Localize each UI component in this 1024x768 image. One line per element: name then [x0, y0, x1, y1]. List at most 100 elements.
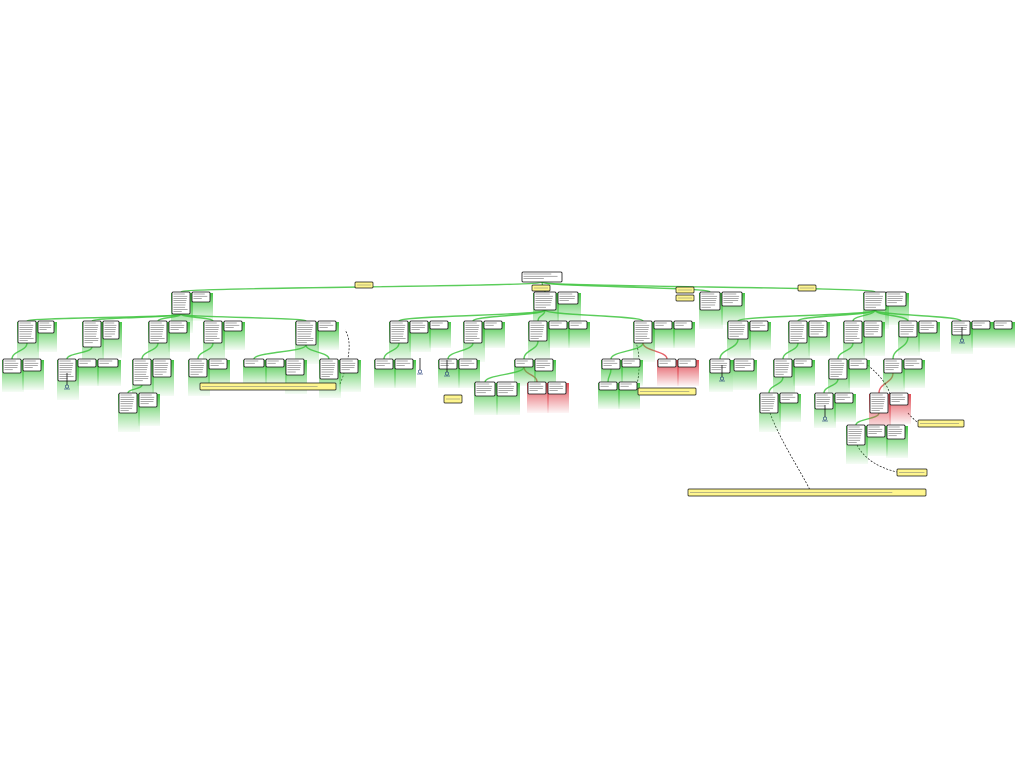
person-icon[interactable]	[64, 373, 70, 390]
claim-node[interactable]	[102, 320, 122, 358]
claim-node[interactable]	[621, 358, 643, 386]
claim-node[interactable]	[474, 381, 498, 415]
claim-node[interactable]	[458, 358, 480, 388]
claim-node[interactable]	[673, 320, 695, 348]
objection-node[interactable]	[657, 358, 679, 386]
claim-node[interactable]	[773, 358, 795, 396]
claim-node[interactable]	[438, 358, 460, 388]
claim-node[interactable]	[557, 291, 581, 323]
claim-node[interactable]	[82, 320, 104, 366]
claim-node[interactable]	[496, 381, 520, 415]
claim-node[interactable]	[2, 358, 24, 392]
claim-node[interactable]	[993, 320, 1015, 348]
claim-node[interactable]	[17, 320, 39, 362]
claim-node[interactable]	[152, 358, 174, 396]
person-icon[interactable]	[959, 327, 965, 344]
note-box[interactable]	[199, 382, 337, 391]
claim-node[interactable]	[463, 320, 485, 362]
claim-node[interactable]	[779, 392, 801, 422]
claim-node[interactable]	[265, 358, 287, 386]
claim-node[interactable]	[148, 320, 170, 362]
person-icon[interactable]	[719, 365, 725, 382]
claim-node[interactable]	[903, 358, 925, 388]
claim-node[interactable]	[727, 320, 751, 358]
claim-node[interactable]	[788, 320, 810, 362]
claim-node[interactable]	[138, 392, 160, 426]
claim-node[interactable]	[721, 291, 745, 325]
note-box[interactable]	[797, 284, 817, 292]
claim-node[interactable]	[394, 358, 416, 388]
note-box[interactable]	[687, 488, 927, 497]
claim-node[interactable]	[759, 392, 781, 432]
claim-node[interactable]	[618, 381, 640, 409]
claim-node[interactable]	[971, 320, 993, 348]
claim-node[interactable]	[601, 358, 623, 388]
objection-node[interactable]	[889, 392, 911, 424]
claim-node[interactable]	[699, 291, 723, 329]
claim-node[interactable]	[339, 358, 361, 392]
claim-node[interactable]	[653, 320, 675, 348]
claim-node[interactable]	[828, 358, 850, 398]
root-claim[interactable]	[521, 271, 563, 283]
claim-node[interactable]	[374, 358, 396, 388]
claim-node[interactable]	[898, 320, 920, 356]
claim-node[interactable]	[191, 291, 213, 321]
claim-node[interactable]	[208, 358, 230, 388]
claim-node[interactable]	[243, 358, 267, 386]
claim-node[interactable]	[514, 358, 536, 386]
note-box[interactable]	[443, 394, 463, 404]
claim-node[interactable]	[568, 320, 590, 348]
claim-node[interactable]	[885, 291, 909, 325]
objection-node[interactable]	[527, 381, 549, 413]
claim-node[interactable]	[848, 358, 870, 388]
person-icon[interactable]	[822, 405, 828, 422]
note-box[interactable]	[675, 294, 695, 302]
claim-node[interactable]	[528, 320, 550, 360]
claim-node[interactable]	[883, 358, 905, 392]
claim-node[interactable]	[598, 381, 620, 409]
note-box[interactable]	[896, 468, 928, 477]
claim-node[interactable]	[918, 320, 940, 352]
claim-node[interactable]	[317, 320, 339, 350]
claim-node[interactable]	[118, 392, 140, 432]
objection-node[interactable]	[677, 358, 699, 386]
claim-node[interactable]	[834, 392, 856, 422]
claim-node[interactable]	[168, 320, 190, 352]
claim-node[interactable]	[429, 320, 451, 348]
note-box[interactable]	[917, 419, 965, 428]
claim-node[interactable]	[22, 358, 44, 390]
claim-node[interactable]	[319, 358, 341, 398]
claim-node[interactable]	[57, 358, 79, 400]
claim-node[interactable]	[846, 424, 868, 464]
claim-node[interactable]	[814, 392, 836, 428]
claim-node[interactable]	[37, 320, 57, 352]
claim-node[interactable]	[97, 358, 121, 386]
claim-node[interactable]	[188, 358, 210, 396]
claim-node[interactable]	[808, 320, 830, 356]
claim-node[interactable]	[709, 358, 733, 392]
claim-node[interactable]	[733, 358, 757, 390]
claim-node[interactable]	[203, 320, 225, 362]
claim-node[interactable]	[295, 320, 319, 364]
claim-node[interactable]	[223, 320, 245, 350]
claim-node[interactable]	[843, 320, 865, 362]
claim-node[interactable]	[886, 424, 908, 458]
claim-node[interactable]	[866, 424, 888, 456]
claim-node[interactable]	[483, 320, 505, 348]
claim-node[interactable]	[863, 320, 885, 356]
claim-node[interactable]	[749, 320, 771, 350]
claim-node[interactable]	[409, 320, 431, 352]
claim-node[interactable]	[389, 320, 411, 362]
note-box[interactable]	[675, 286, 695, 294]
note-box[interactable]	[531, 284, 551, 292]
claim-node[interactable]	[77, 358, 99, 386]
objection-node[interactable]	[869, 392, 891, 432]
claim-node[interactable]	[633, 320, 655, 362]
person-icon[interactable]	[444, 360, 450, 377]
claim-node[interactable]	[548, 320, 570, 348]
note-box[interactable]	[637, 387, 697, 396]
claim-node[interactable]	[793, 358, 815, 386]
person-icon[interactable]	[417, 358, 423, 375]
note-box[interactable]	[354, 281, 374, 289]
objection-node[interactable]	[547, 381, 569, 413]
